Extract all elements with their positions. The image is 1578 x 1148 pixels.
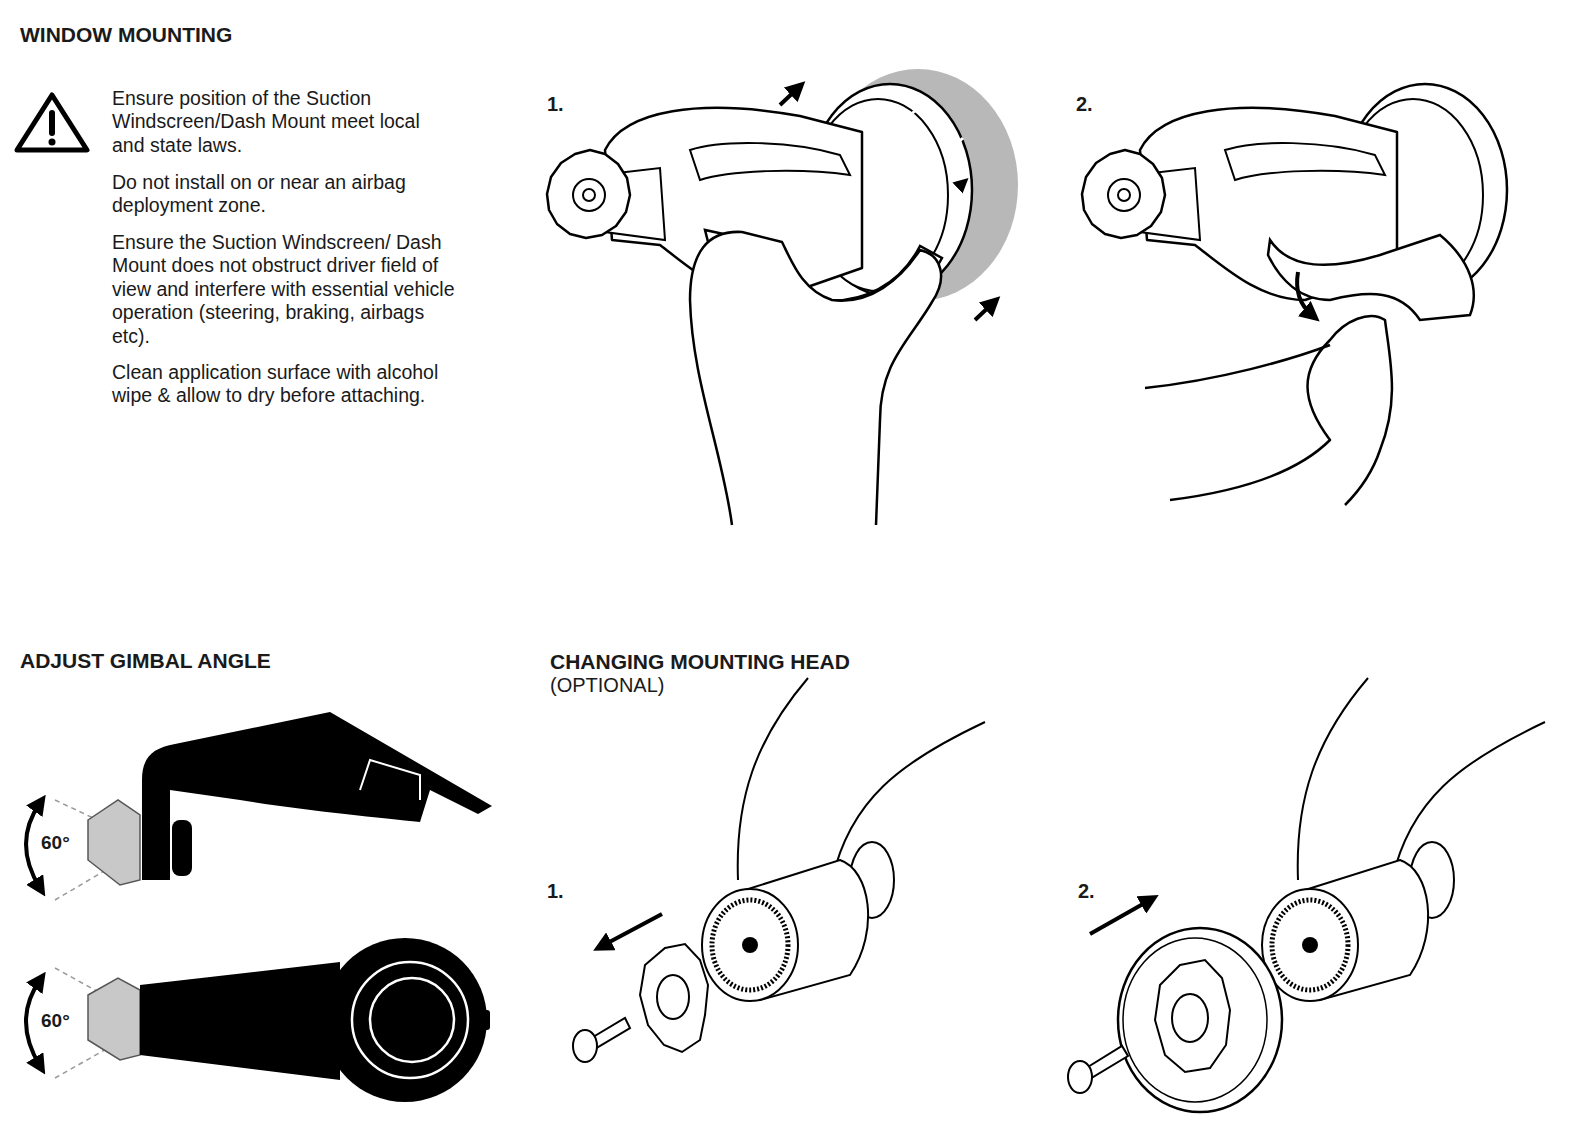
mounting-knob	[1155, 960, 1230, 1072]
instruction-text: Ensure position of the Suction Windscree…	[112, 87, 452, 157]
section-heading: CHANGING MOUNTING HEAD	[550, 649, 970, 674]
plate-rim	[1123, 938, 1267, 1102]
head-base	[1262, 678, 1545, 1001]
hand	[1170, 316, 1392, 505]
press-arrows	[905, 108, 963, 195]
angle-label: 60°	[41, 832, 91, 855]
step-number: 2.	[1078, 879, 1118, 903]
section-subheading: (OPTIONAL)	[550, 673, 850, 697]
direction-arrow	[602, 914, 662, 946]
instruction-text: Clean application surface with alcohol w…	[112, 361, 452, 408]
instruction-text: Do not install on or near an airbag depl…	[112, 171, 452, 218]
gimbal-head	[88, 978, 140, 1060]
lever-outline	[360, 760, 420, 800]
knob-hole	[657, 975, 689, 1019]
hand	[690, 232, 941, 525]
warning-icon	[17, 95, 87, 150]
direction-arrow	[1297, 272, 1312, 315]
warning-dot	[49, 139, 56, 146]
mounting-plate	[1118, 928, 1282, 1112]
side-knob	[172, 820, 192, 876]
direction-arrow	[1090, 900, 1150, 934]
section-heading: WINDOW MOUNTING	[20, 22, 440, 47]
direction-arrow	[780, 88, 798, 105]
mounting-knob	[640, 944, 708, 1052]
mount-side-view	[142, 712, 492, 880]
screw-head	[573, 1030, 597, 1062]
direction-arrow	[975, 303, 993, 320]
cup-ring	[370, 978, 454, 1062]
warning-mark	[49, 113, 55, 133]
lever	[1268, 235, 1474, 320]
angle-label: 60°	[41, 1010, 91, 1033]
step-number: 1.	[547, 92, 587, 116]
screw-head	[1068, 1061, 1092, 1093]
cup-ring	[352, 962, 468, 1078]
rotation-arrow	[26, 980, 40, 1066]
mount-bottom-view	[140, 962, 340, 1080]
step-number: 2.	[1076, 92, 1116, 116]
knob-hole	[1172, 994, 1208, 1042]
section-heading: ADJUST GIMBAL ANGLE	[20, 648, 440, 673]
suction-cup-bottom	[323, 938, 487, 1102]
hand	[1145, 345, 1330, 388]
step-number: 1.	[547, 879, 587, 903]
rotation-arrow	[26, 803, 40, 888]
cup-tab	[480, 1010, 490, 1030]
instruction-text: Ensure the Suction Windscreen/ Dash Moun…	[112, 231, 457, 348]
gimbal-head	[88, 800, 140, 885]
head-base	[702, 678, 985, 1001]
